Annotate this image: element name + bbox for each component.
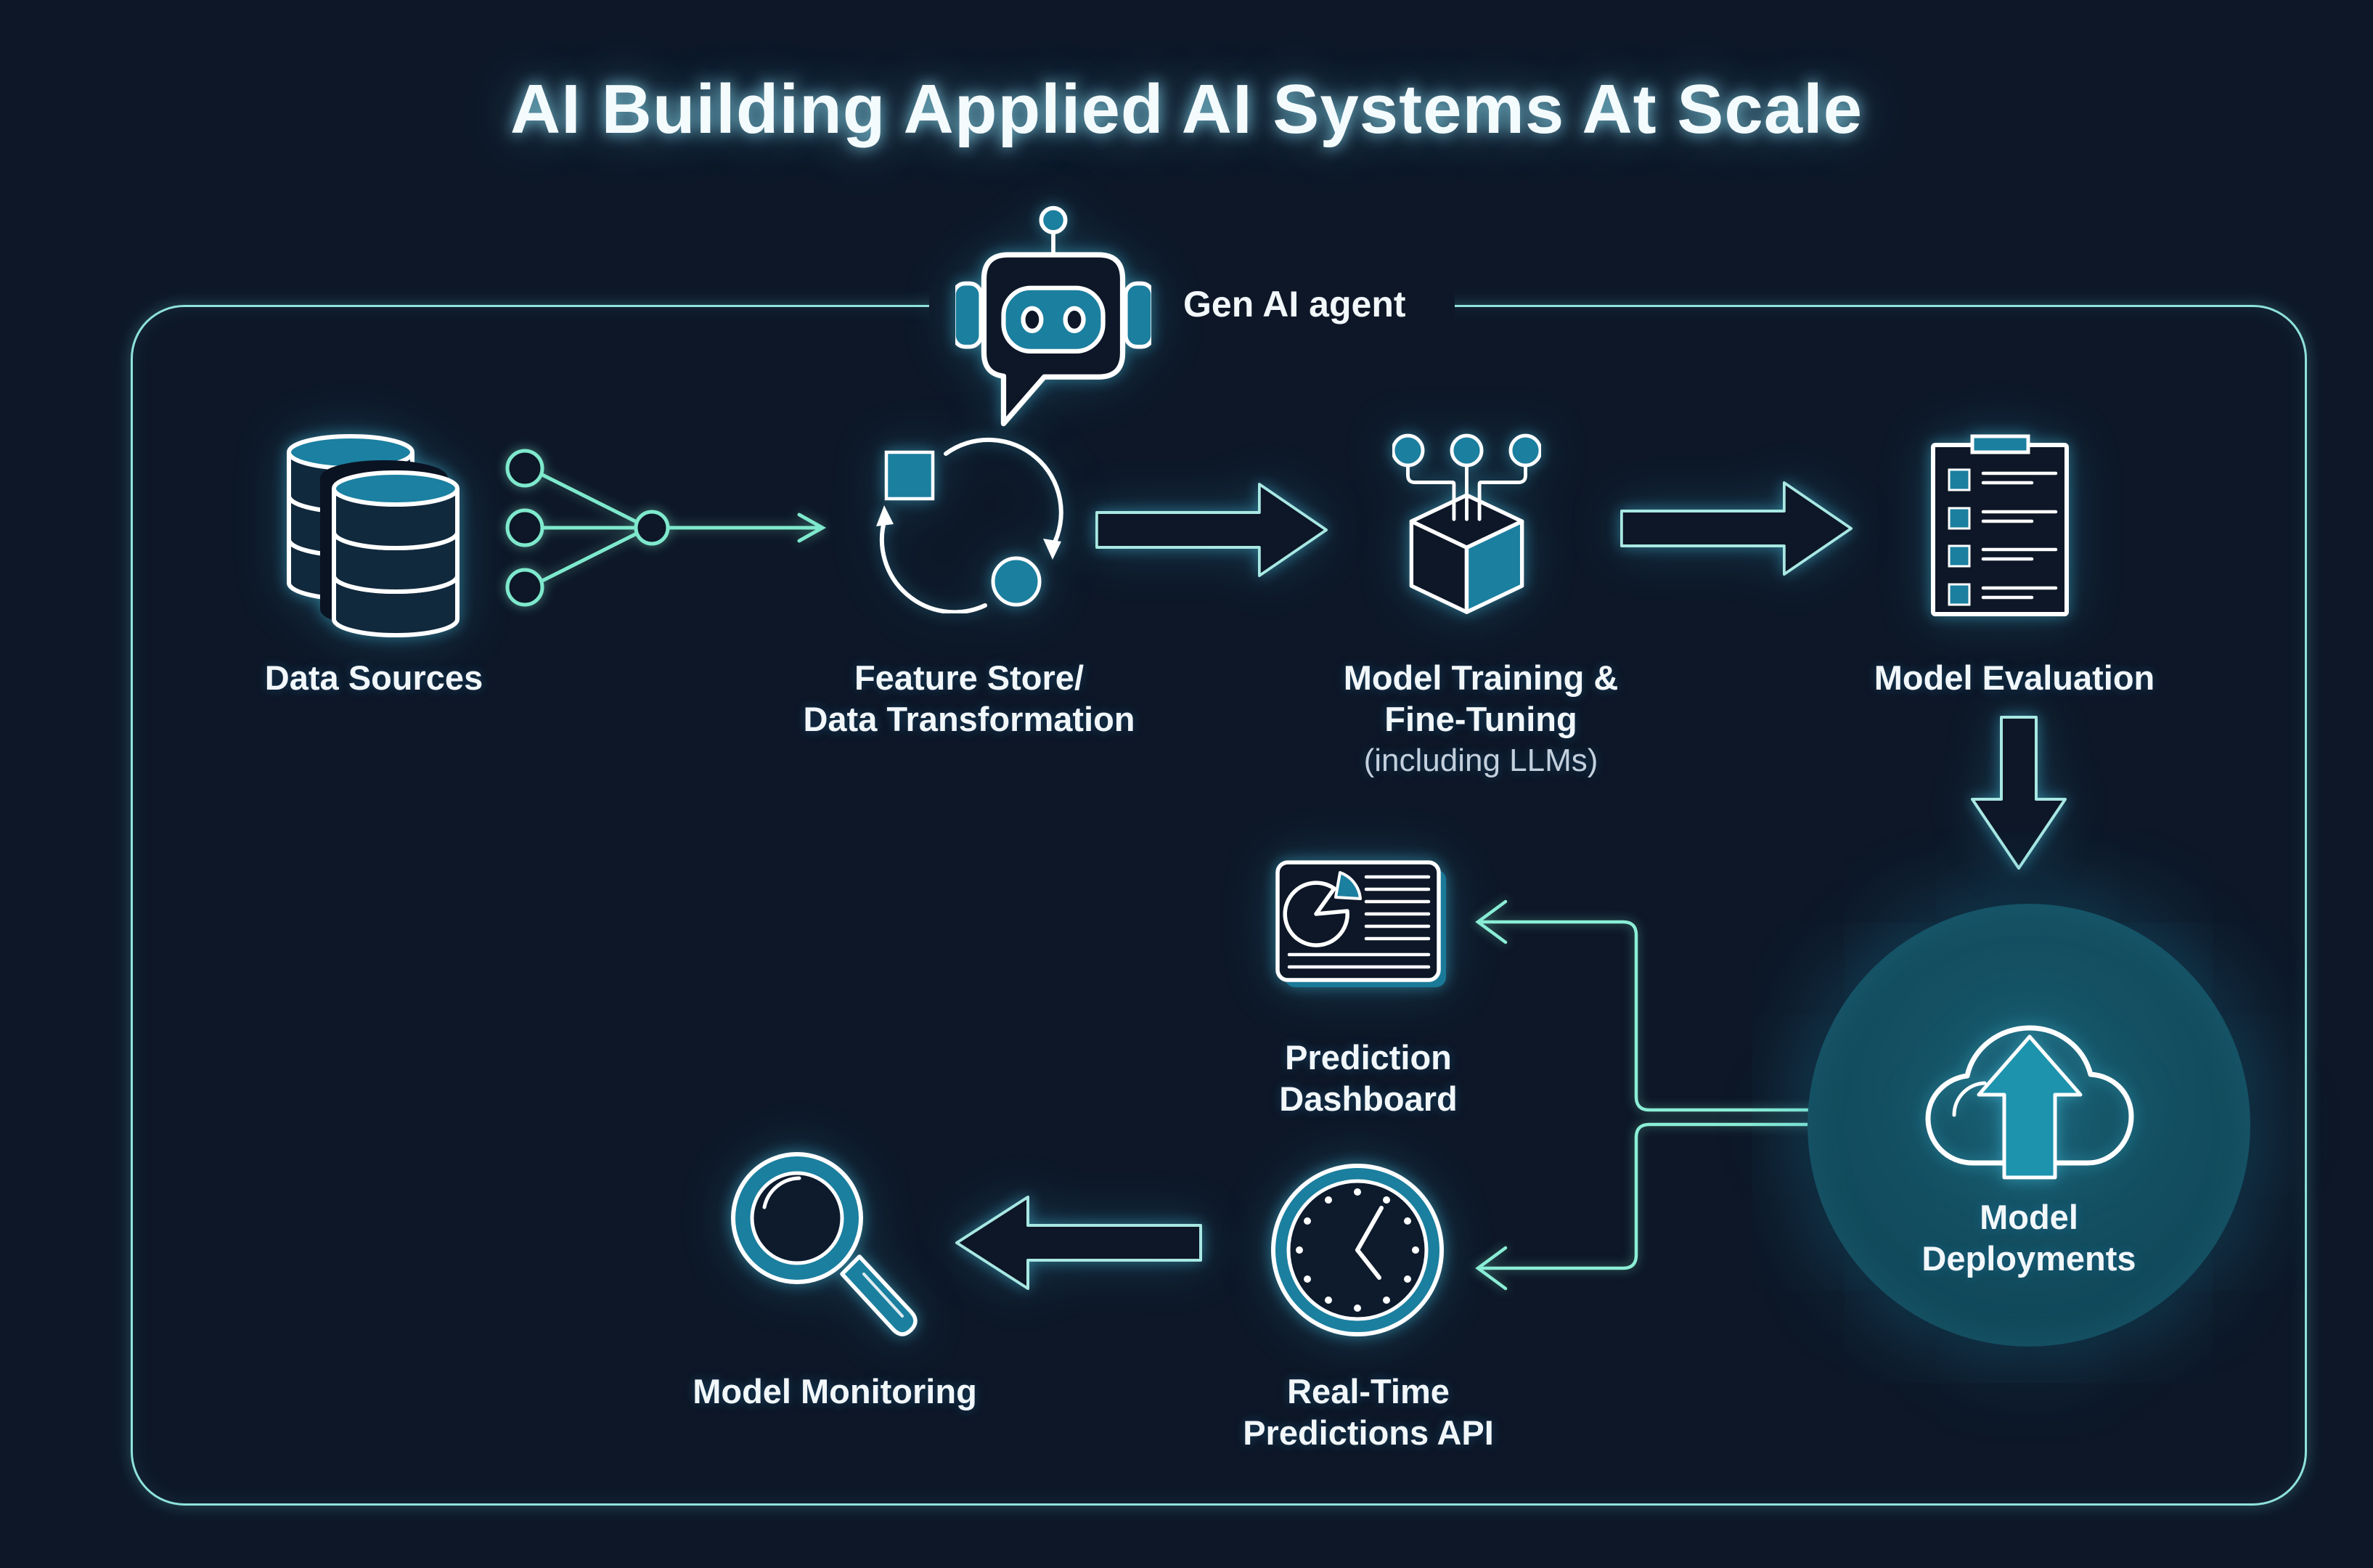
checklist-clipboard-icon xyxy=(1931,434,2069,616)
label-realtime-api-line2: Predictions API xyxy=(1243,1413,1494,1452)
magnifier-icon xyxy=(731,1152,918,1336)
connector-deploy-to-api xyxy=(1479,1122,1831,1270)
thin-arrowhead xyxy=(797,513,827,543)
label-feature-store-line1: Feature Store/ xyxy=(854,658,1085,697)
label-model-training-line2: Fine-Tuning xyxy=(1384,700,1577,738)
clock-icon xyxy=(1271,1164,1444,1336)
label-realtime-api-line1: Real-Time xyxy=(1287,1372,1450,1410)
label-model-training-line3: (including LLMs) xyxy=(1363,743,1598,778)
connector-deploy-to-dashboard xyxy=(1479,920,1831,1112)
flow-arrow-3 xyxy=(955,1196,1202,1290)
cube-input-nodes-icon xyxy=(1392,433,1541,614)
flow-arrow-1 xyxy=(1095,483,1328,577)
label-feature-store: Feature Store/ Data Transformation xyxy=(751,657,1187,740)
label-model-evaluation: Model Evaluation xyxy=(1874,658,2155,697)
page-title: AI Building Applied AI Systems At Scale xyxy=(510,70,1863,148)
connector-arrowhead-api xyxy=(1475,1246,1508,1291)
label-prediction-dashboard-line2: Dashboard xyxy=(1279,1079,1458,1118)
gen-ai-agent-label: Gen AI agent xyxy=(1183,284,1406,324)
label-model-training-line1: Model Training & xyxy=(1343,658,1619,697)
label-model-deployments-line1: Model xyxy=(1980,1198,2078,1236)
checklist-rows xyxy=(1948,468,2058,606)
label-prediction-dashboard: Prediction Dashboard xyxy=(1151,1037,1586,1119)
label-feature-store-line2: Data Transformation xyxy=(803,700,1135,738)
dashboard-pie-icon xyxy=(1275,860,1446,987)
connector-arrowhead-dashboard xyxy=(1475,899,1508,944)
flow-arrow-down xyxy=(1971,716,2067,870)
label-data-sources: Data Sources xyxy=(264,658,483,697)
front-database xyxy=(332,470,460,637)
database-stack-icon xyxy=(287,434,460,637)
label-prediction-dashboard-line1: Prediction xyxy=(1285,1038,1452,1077)
label-model-deployments: Model Deployments xyxy=(1811,1196,2247,1279)
label-model-monitoring: Model Monitoring xyxy=(693,1372,977,1410)
flow-arrow-2 xyxy=(1620,481,1853,576)
cloud-upload-icon xyxy=(1925,1025,2134,1180)
label-model-deployments-line2: Deployments xyxy=(1921,1239,2136,1278)
data-merge-icon xyxy=(505,449,827,607)
transform-cycle-icon xyxy=(876,437,1063,613)
robot-chat-icon xyxy=(955,205,1151,427)
label-model-training: Model Training & Fine-Tuning (including … xyxy=(1263,657,1699,781)
label-realtime-api: Real-Time Predictions API xyxy=(1151,1371,1586,1453)
